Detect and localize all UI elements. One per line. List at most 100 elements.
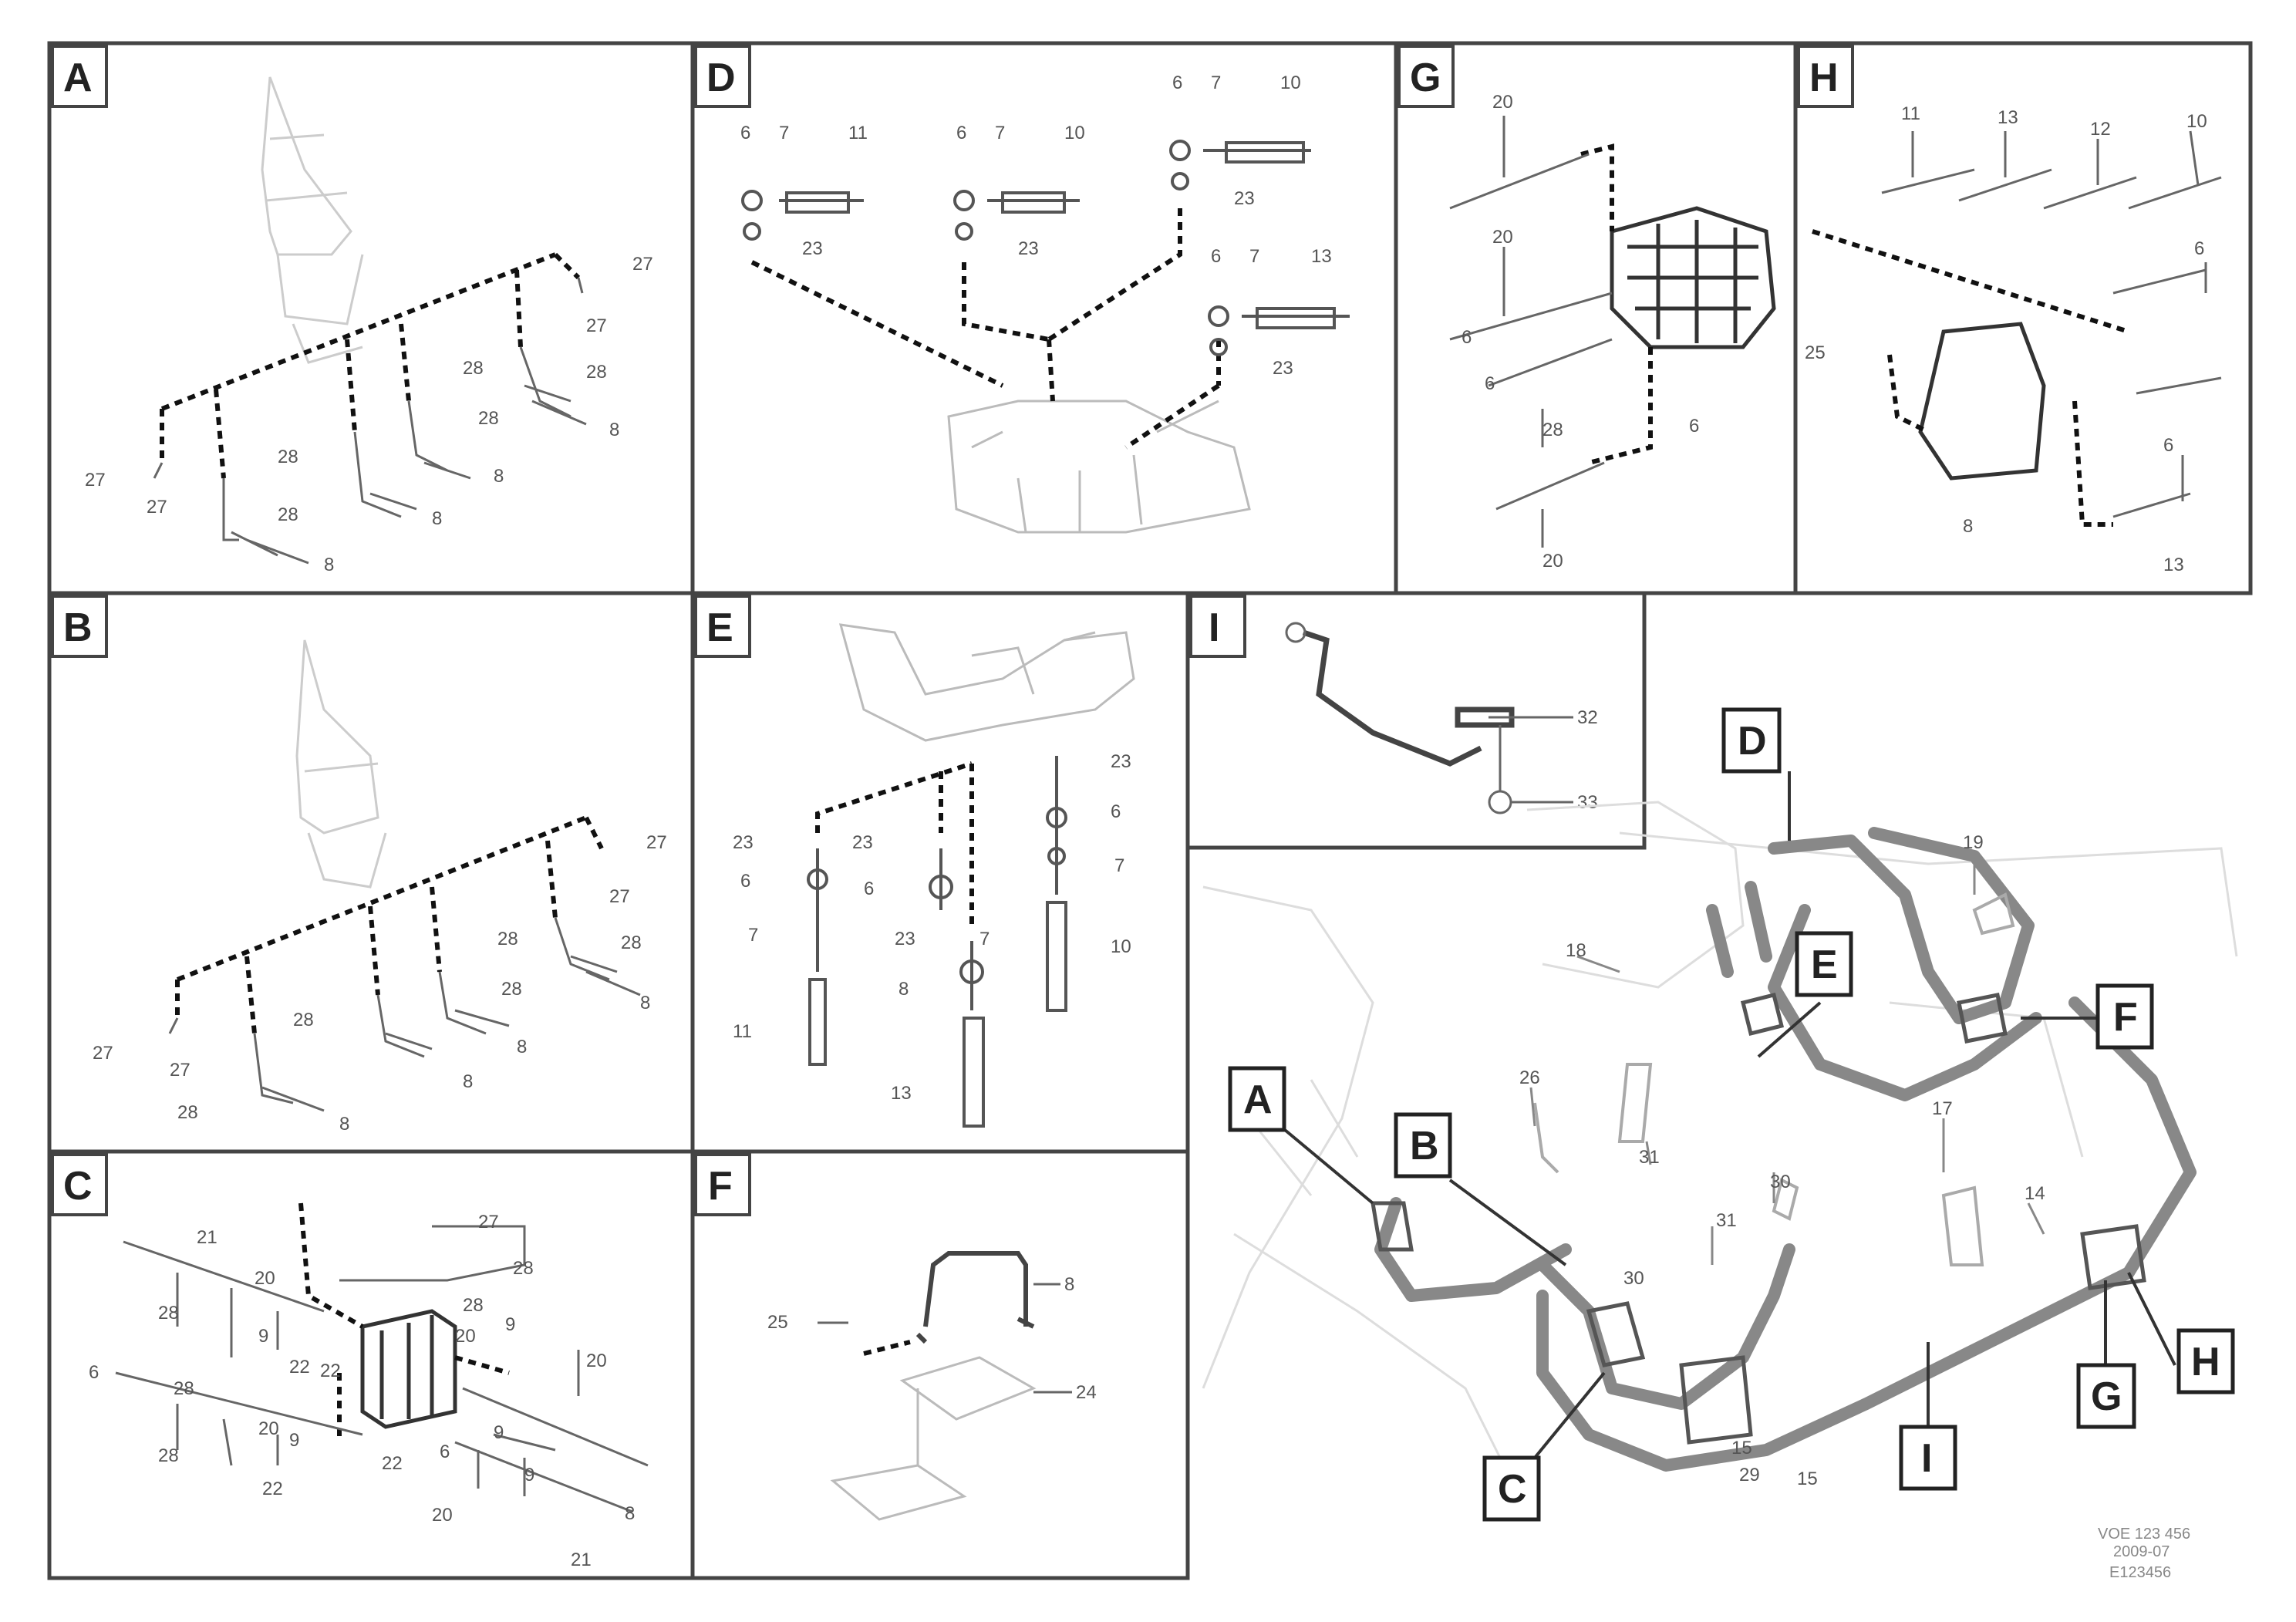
part-number: 27 (170, 1060, 190, 1081)
part-number: 22 (320, 1361, 341, 1381)
overview-part-number: 31 (1639, 1147, 1660, 1168)
part-number: 10 (1280, 73, 1301, 93)
part-number: 6 (956, 123, 966, 143)
part-number: 28 (174, 1378, 194, 1399)
part-number: 20 (1492, 92, 1513, 113)
part-number: 20 (455, 1326, 476, 1347)
panel-d-frame (690, 41, 1398, 595)
part-number: 27 (85, 470, 106, 491)
part-number: 25 (1805, 342, 1826, 363)
callout-a-letter: A (1243, 1077, 1273, 1122)
part-number: 13 (1998, 107, 2018, 128)
panel-i-part-numbers: 32 33 (1577, 707, 1598, 813)
part-number: 6 (1211, 246, 1221, 267)
part-number: 23 (733, 832, 754, 853)
part-number: 28 (1542, 420, 1563, 440)
part-number: 7 (1211, 73, 1221, 93)
part-number: 23 (1234, 188, 1255, 209)
part-number: 6 (440, 1442, 450, 1462)
callout-c-box (1482, 1455, 1541, 1522)
part-number: 8 (640, 993, 650, 1013)
panel-label-e: E (694, 595, 751, 658)
panel-h-letter: H (1809, 56, 1839, 100)
part-number: 28 (463, 358, 484, 379)
part-number: 7 (995, 123, 1005, 143)
part-number: 28 (497, 929, 518, 949)
part-number: 23 (852, 832, 873, 853)
part-number: 27 (632, 254, 653, 275)
panel-label-h: H (1797, 45, 1854, 108)
panel-label-d: D (694, 45, 751, 108)
part-number: 28 (478, 408, 499, 429)
part-number: 20 (586, 1351, 607, 1371)
panel-label-f: F (694, 1153, 751, 1216)
part-number: 8 (324, 555, 334, 575)
panel-g-part-numbers: 20 20 6 6 28 20 6 (1462, 92, 1699, 572)
part-number: 32 (1577, 707, 1598, 728)
part-number: 20 (258, 1418, 279, 1439)
callout-g-letter: G (2091, 1374, 2122, 1419)
part-number: 8 (494, 466, 504, 487)
part-number: 9 (505, 1314, 515, 1335)
panel-label-b: B (51, 595, 108, 658)
part-number: 10 (2186, 111, 2207, 132)
overview-drawing (1202, 801, 2238, 1472)
part-number: 28 (278, 447, 298, 467)
panel-h-frame (1793, 41, 2253, 595)
part-number: 22 (382, 1453, 403, 1474)
part-number: 28 (177, 1102, 198, 1123)
part-number: 7 (979, 929, 990, 949)
reference-line-2: 2009-07 (2113, 1543, 2170, 1560)
panel-label-a: A (51, 45, 108, 108)
part-number: 13 (2163, 555, 2184, 575)
part-number: 11 (733, 1021, 752, 1042)
part-number: 23 (1018, 238, 1039, 259)
part-number: 11 (848, 123, 868, 143)
part-number: 8 (463, 1071, 473, 1092)
part-number: 7 (1249, 246, 1259, 267)
part-number: 28 (621, 932, 642, 953)
part-number: 23 (802, 238, 823, 259)
callout-g-box (2076, 1363, 2136, 1429)
panel-d-letter: D (706, 56, 736, 100)
callout-b-letter: B (1410, 1124, 1439, 1168)
callout-d-box (1721, 707, 1782, 774)
callout-f-letter: F (2113, 995, 2138, 1040)
overview-callouts: A B C D E F G H I (1228, 707, 2235, 1522)
part-number: 6 (2163, 435, 2173, 456)
part-number: 24 (1076, 1382, 1097, 1403)
part-number: 20 (255, 1268, 275, 1289)
panel-e-drawing: 23 6 7 11 23 6 23 8 7 13 23 6 10 7 (733, 623, 1135, 1128)
panel-i-frame (1185, 591, 1647, 850)
part-number: 28 (513, 1258, 534, 1279)
part-number: 27 (93, 1043, 113, 1064)
part-number: 25 (767, 1312, 788, 1333)
part-number: 27 (609, 886, 630, 907)
part-number: 6 (740, 871, 750, 892)
part-number: 27 (586, 315, 607, 336)
callout-e-letter: E (1811, 943, 1838, 987)
part-number: 20 (1492, 227, 1513, 248)
callout-c-letter: C (1498, 1467, 1527, 1512)
panel-e-part-numbers: 23 6 7 11 23 6 23 8 7 13 23 6 10 7 (733, 751, 1131, 1104)
callout-d-letter: D (1738, 719, 1767, 764)
callout-h-letter: H (2191, 1340, 2220, 1384)
panel-label-i: I (1189, 595, 1246, 658)
panel-e-letter: E (706, 605, 733, 650)
overview-part-number: 14 (2025, 1183, 2045, 1204)
panel-h-part-numbers: 11 13 12 10 6 25 8 6 13 (1805, 103, 2207, 575)
part-number: 9 (289, 1430, 299, 1451)
panel-frames (47, 41, 2253, 1580)
part-number: 28 (278, 504, 298, 525)
part-number: 7 (779, 123, 789, 143)
panel-f-drawing: 25 8 24 (767, 1251, 1097, 1521)
part-number: 13 (891, 1083, 912, 1104)
part-number: 9 (494, 1422, 504, 1443)
part-number: 28 (158, 1445, 179, 1466)
panel-label-g: G (1397, 45, 1455, 108)
part-number: 11 (1901, 103, 1920, 124)
part-number: 7 (1114, 855, 1124, 876)
panel-f-letter: F (708, 1164, 733, 1209)
callout-i-box (1899, 1425, 1957, 1491)
part-number: 8 (432, 508, 442, 529)
